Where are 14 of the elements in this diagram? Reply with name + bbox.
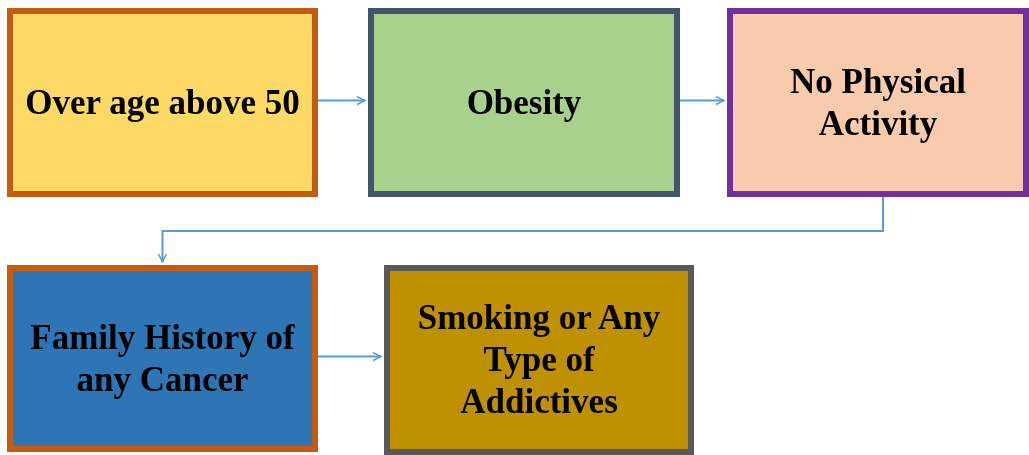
process-box (368, 8, 680, 197)
box-label: Family History of any Cancer (29, 316, 296, 401)
box-label: Over age above 50 (25, 81, 300, 124)
process-box (384, 265, 694, 455)
arrow (317, 95, 366, 106)
arrow (317, 351, 382, 362)
arrow (157, 196, 884, 263)
box-label: Obesity (466, 81, 582, 124)
box-label: No Physical Activity (789, 60, 967, 145)
process-box (727, 8, 1029, 197)
arrow (679, 95, 725, 106)
process-box (7, 8, 318, 197)
process-box (7, 265, 318, 452)
box-label: Smoking or Any Type of Addictives (416, 297, 662, 423)
